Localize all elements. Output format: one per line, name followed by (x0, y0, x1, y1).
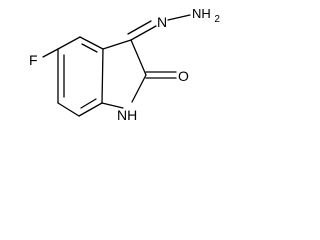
bond-c7-c6 (57, 102, 80, 117)
inner-bond-c7a-c7 (80, 98, 97, 109)
bond-c7a-c7 (78, 102, 103, 117)
bond-c3-c2 (130, 39, 147, 76)
hydrazone-double-bond-outer (130, 25, 157, 41)
ring-nh-label: NH (117, 107, 137, 123)
benzene-ring (57, 36, 104, 117)
fluorine-label: F (29, 52, 38, 68)
hydrazine-amino-label: NH 2 (192, 6, 220, 25)
bond-c3a-c3 (102, 39, 132, 50)
bond-c4-c3a (79, 36, 104, 50)
bond-c3a-c7a (101, 48, 104, 104)
bond-n-nh2 (167, 14, 191, 21)
carbonyl-oxygen-label: O (178, 68, 189, 84)
substituent-bonds (42, 14, 191, 79)
bond-c2-n1 (131, 74, 147, 103)
atom-labels: F N NH 2 NH O (29, 6, 220, 123)
hydrazine-amino-subscript: 2 (214, 14, 220, 25)
chemical-structure-diagram: F N NH 2 NH O (29, 6, 220, 123)
bond-n1-c7a (101, 102, 124, 109)
hydrazone-double-bond-inner (127, 20, 152, 35)
bond-c5-c4 (57, 36, 81, 50)
five-membered-ring (101, 39, 147, 109)
hydrazine-amino-main: NH (192, 6, 211, 21)
imine-nitrogen-label: N (157, 14, 167, 30)
bond-c5-f (42, 48, 59, 58)
inner-bond-c4-c3a (81, 43, 98, 53)
